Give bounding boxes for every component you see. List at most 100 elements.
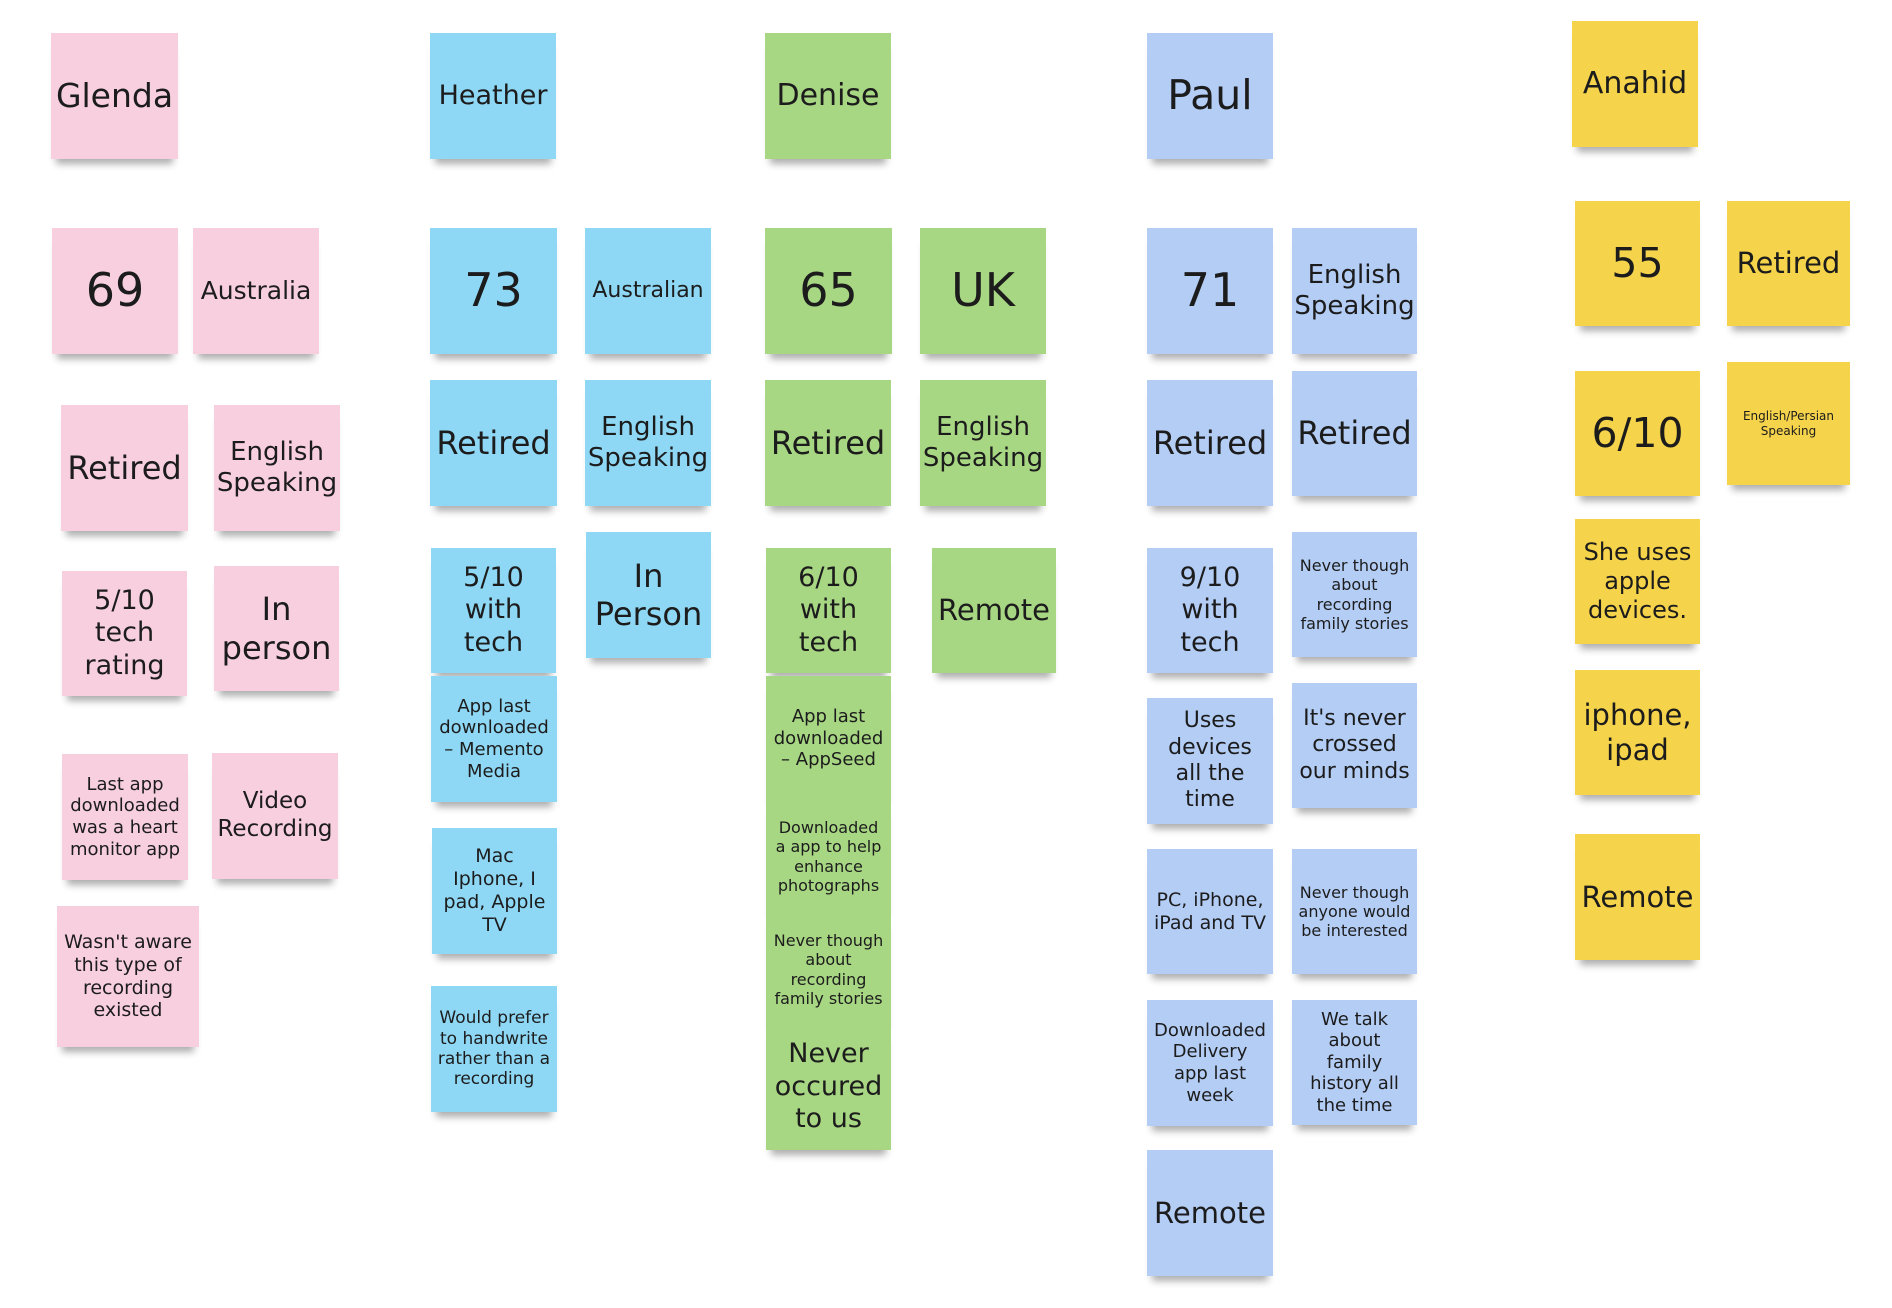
note-text: Retired [67,448,182,487]
note-text: Paul [1167,71,1253,120]
note-text: Never though anyone would be interested [1298,882,1411,941]
sticky-note-paul-never-crossed[interactable]: It's never crossed our minds [1292,683,1417,808]
sticky-note-denise-country[interactable]: UK [920,228,1046,354]
note-text: English Speaking [922,411,1044,473]
sticky-note-anahid-apple[interactable]: She uses apple devices. [1575,519,1700,644]
sticky-note-paul-download[interactable]: Downloaded Delivery app last week [1147,1000,1273,1126]
note-text: In person [221,590,332,667]
sticky-note-anahid-language[interactable]: English/Persian Speaking [1727,362,1850,485]
note-text: Anahid [1582,66,1688,101]
sticky-note-heather-language[interactable]: English Speaking [585,380,711,506]
note-text: Downloaded Delivery app last week [1154,1019,1266,1106]
note-text: Retired [1297,414,1412,453]
sticky-note-denise-app[interactable]: App last downloaded – AppSeed [766,676,891,801]
sticky-note-paul-language[interactable]: English Speaking [1292,228,1417,354]
note-text: Never though about recording family stor… [1299,556,1410,633]
sticky-note-denise-download[interactable]: Downloaded a app to help enhance photogr… [766,800,891,913]
sticky-note-anahid-name[interactable]: Anahid [1572,21,1698,147]
note-text: Glenda [55,76,174,116]
sticky-note-heather-tech[interactable]: 5/10 with tech [431,548,556,673]
sticky-note-glenda-status[interactable]: Retired [61,405,188,531]
note-text: Remote [1581,879,1694,914]
sticky-note-paul-tech[interactable]: 9/10 with tech [1147,548,1273,673]
sticky-note-paul-never-interested[interactable]: Never though anyone would be interested [1292,849,1417,974]
note-text: She uses apple devices. [1583,538,1692,624]
sticky-note-denise-language[interactable]: English Speaking [920,380,1046,506]
note-text: Never though about recording family stor… [773,931,884,1008]
note-text: 5/10 with tech [463,561,524,658]
note-text: iphone, ipad [1583,697,1692,767]
sticky-note-paul-status-a[interactable]: Retired [1147,380,1273,506]
note-text: English Speaking [216,436,338,498]
sticky-note-heather-country[interactable]: Australian [585,228,711,354]
sticky-note-glenda-tech[interactable]: 5/10 tech rating [62,571,187,696]
note-text: Retired [1736,246,1841,281]
sticky-note-anahid-mode[interactable]: Remote [1575,834,1700,960]
note-text: Downloaded a app to help enhance photogr… [775,818,882,895]
sticky-note-anahid-tech[interactable]: 6/10 [1575,371,1700,496]
note-text: 73 [464,263,523,318]
sticky-note-denise-tech[interactable]: 6/10 with tech [766,548,891,673]
note-text: 5/10 tech rating [84,584,165,681]
sticky-note-glenda-app[interactable]: Last app downloaded was a heart monitor … [62,754,188,880]
sticky-note-glenda-mode[interactable]: In person [214,566,339,691]
sticky-note-anahid-status[interactable]: Retired [1727,201,1850,326]
sticky-note-denise-status[interactable]: Retired [765,380,891,506]
sticky-note-heather-status[interactable]: Retired [430,380,557,506]
sticky-note-denise-never-thought[interactable]: Never though about recording family stor… [766,913,891,1026]
sticky-note-glenda-method[interactable]: Video Recording [212,753,338,879]
sticky-note-heather-age[interactable]: 73 [430,228,557,354]
note-text: Would prefer to handwrite rather than a … [437,1008,551,1090]
note-text: English Speaking [587,411,709,473]
note-text: Mac Iphone, I pad, Apple TV [443,845,546,936]
sticky-note-paul-status-b[interactable]: Retired [1292,371,1417,496]
sticky-note-heather-devices[interactable]: Mac Iphone, I pad, Apple TV [432,828,557,954]
note-text: App last downloaded – AppSeed [773,706,884,771]
sticky-note-glenda-age[interactable]: 69 [52,228,178,354]
note-text: Never occured to us [774,1038,883,1135]
sticky-note-denise-mode[interactable]: Remote [932,548,1056,673]
sticky-note-heather-mode[interactable]: In Person [586,532,711,658]
note-text: 6/10 [1591,408,1684,457]
note-text: Denise [776,78,880,113]
note-text: Retired [770,423,886,462]
note-text: English Speaking [1294,259,1415,321]
note-text: Remote [1154,1195,1266,1230]
sticky-note-denise-name[interactable]: Denise [765,33,891,159]
note-text: UK [951,263,1015,318]
sticky-note-paul-family-history[interactable]: We talk about family history all the tim… [1292,1000,1417,1125]
note-text: Heather [438,79,548,111]
note-text: 6/10 with tech [798,561,859,658]
note-text: PC, iPhone, iPad and TV [1153,888,1266,934]
sticky-note-heather-preference[interactable]: Would prefer to handwrite rather than a … [431,986,557,1112]
sticky-note-paul-name[interactable]: Paul [1147,33,1273,159]
note-text: Australian [592,277,704,303]
sticky-note-anahid-age[interactable]: 55 [1575,201,1700,326]
sticky-note-heather-name[interactable]: Heather [430,33,556,159]
note-text: 55 [1611,238,1664,287]
sticky-note-glenda-country[interactable]: Australia [193,228,319,354]
sticky-note-glenda-awareness[interactable]: Wasn't aware this type of recording exis… [57,906,199,1047]
sticky-note-paul-usage[interactable]: Uses devices all the time [1147,698,1273,824]
sticky-note-denise-age[interactable]: 65 [765,228,892,354]
sticky-note-anahid-devices[interactable]: iphone, ipad [1575,670,1700,795]
note-text: 9/10 with tech [1179,561,1241,658]
note-text: 69 [85,263,145,318]
sticky-note-glenda-name[interactable]: Glenda [51,33,178,159]
sticky-note-heather-app[interactable]: App last downloaded – Memento Media [431,676,557,802]
note-text: Last app downloaded was a heart monitor … [69,773,181,860]
note-text: Australia [200,276,312,305]
sticky-note-denise-never-occured[interactable]: Never occured to us [766,1024,891,1150]
note-text: We talk about family history all the tim… [1310,1008,1399,1116]
sticky-note-paul-never-thought[interactable]: Never though about recording family stor… [1292,532,1417,657]
note-text: Retired [436,423,551,462]
note-text: 71 [1180,263,1240,318]
note-text: Retired [1152,423,1268,462]
note-text: Remote [938,593,1050,628]
note-text: Video Recording [217,788,333,842]
sticky-note-paul-age[interactable]: 71 [1147,228,1273,354]
sticky-note-glenda-language[interactable]: English Speaking [214,405,340,531]
sticky-note-paul-mode[interactable]: Remote [1147,1150,1273,1276]
sticky-note-paul-devices[interactable]: PC, iPhone, iPad and TV [1147,849,1273,974]
